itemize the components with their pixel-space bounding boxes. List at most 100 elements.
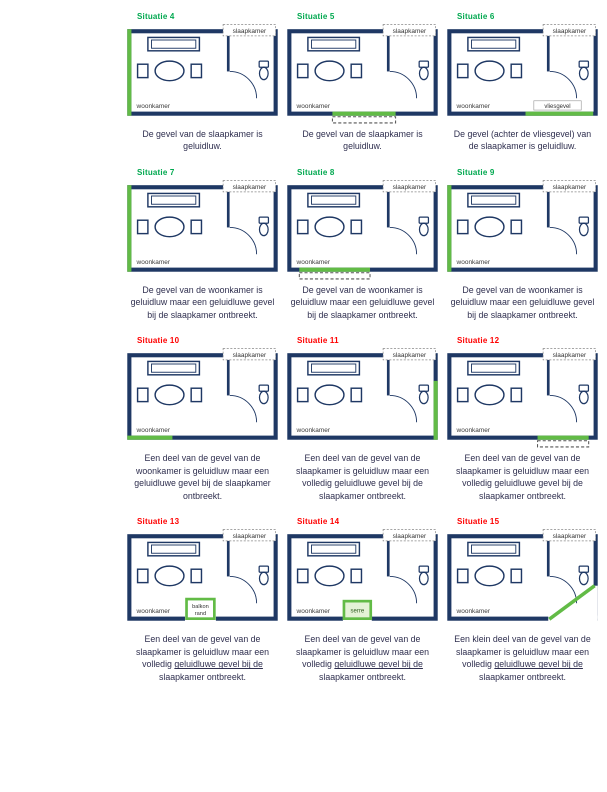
cabinet <box>467 542 521 557</box>
chair-left <box>136 63 149 79</box>
toilet-bowl <box>578 222 589 237</box>
dining-table <box>154 60 185 82</box>
chair-left <box>456 387 469 403</box>
balcony-box <box>185 598 216 621</box>
dining-table <box>314 565 345 587</box>
living-room-label: woonkamer <box>136 103 171 110</box>
dining-table <box>314 384 345 406</box>
cabinet <box>147 361 201 376</box>
toilet-bowl <box>578 66 589 81</box>
cabinet <box>147 542 201 557</box>
door-swing-arc <box>229 226 258 255</box>
chair-right <box>190 568 203 584</box>
screen-dashed-box <box>537 440 590 448</box>
bedroom-label-box <box>222 24 277 37</box>
toilet-bowl <box>418 572 429 586</box>
chair-left <box>296 387 309 403</box>
toilet-bowl <box>258 222 269 237</box>
bedroom-label: slaapkamer <box>553 352 587 359</box>
bedroom-label-box <box>542 24 597 37</box>
bedroom-label: slaapkamer <box>393 352 427 359</box>
situation-title: Situatie 14 <box>297 517 340 527</box>
door-swing-arc <box>389 395 418 423</box>
toilet-bowl <box>258 572 269 586</box>
cabinet-inner <box>311 544 357 555</box>
bedroom-label-box <box>222 348 277 361</box>
living-room-label: woonkamer <box>456 103 491 110</box>
door-swing-arc <box>549 226 578 255</box>
toilet-bowl <box>418 391 429 405</box>
quiet-facade-strip <box>537 436 589 441</box>
cabinet-inner <box>151 544 197 555</box>
toilet-bowl <box>418 66 429 81</box>
dining-table <box>314 216 345 238</box>
chair-right <box>350 63 363 79</box>
quiet-facade-strip <box>127 29 132 116</box>
toilet-bowl <box>258 66 269 81</box>
toilet-bowl <box>578 391 589 405</box>
situation-title: Situatie 13 <box>137 517 180 527</box>
living-room-label: woonkamer <box>456 608 491 615</box>
situation-caption: De gevel van de woonkamer is geluidluw m… <box>450 284 595 320</box>
chair-right <box>190 63 203 79</box>
situation-title: Situatie 7 <box>137 167 175 177</box>
door-swing-arc <box>229 70 258 99</box>
situation-caption: Een deel van de gevel van de woonkamer i… <box>134 453 271 501</box>
living-room-label: woonkamer <box>136 608 171 615</box>
cabinet-inner <box>311 363 357 374</box>
situation-caption: Een deel van de gevel van de slaapkamer … <box>296 634 429 682</box>
door-swing-arc <box>229 576 258 604</box>
cabinet-inner <box>151 39 197 49</box>
cabinet <box>307 192 361 208</box>
cabinet-inner <box>471 39 517 49</box>
cabinet-inner <box>151 195 197 205</box>
cabinet-inner <box>471 195 517 205</box>
living-room-label: woonkamer <box>296 259 331 266</box>
toilet-bowl <box>258 391 269 405</box>
living-room-label: woonkamer <box>456 427 491 434</box>
wall-opening <box>591 586 598 620</box>
dining-table <box>474 384 505 406</box>
toilet-bowl <box>418 222 429 237</box>
chair-left <box>456 568 469 584</box>
situation-caption: De gevel van de woonkamer is geluidluw m… <box>290 284 435 320</box>
cabinet <box>467 192 521 208</box>
cabinet-inner <box>311 195 357 205</box>
chair-left <box>456 219 469 235</box>
bedroom-label-box <box>542 180 597 193</box>
situation-caption: Een deel van de gevel van de slaapkamer … <box>136 634 269 682</box>
situation-caption: Een deel van de gevel van de slaapkamer … <box>296 453 429 501</box>
cabinet-inner <box>471 363 517 374</box>
quiet-facade-strip <box>299 267 371 272</box>
curtain-wall-label: vliesgevel <box>544 104 570 110</box>
bedroom-label-box <box>382 24 437 37</box>
bedroom-label: slaapkamer <box>553 28 587 35</box>
bedroom-label-box <box>542 529 597 542</box>
floor-plan: woonkamer slaapkamer <box>287 180 438 280</box>
outer-walls <box>127 353 278 441</box>
quiet-facade-strip <box>433 381 438 441</box>
quiet-facade-strip <box>525 111 594 116</box>
dining-table <box>474 60 505 82</box>
quiet-facade-strip <box>447 185 452 272</box>
bedroom-label-box <box>542 348 597 361</box>
curtain-wall-label-box <box>533 100 582 111</box>
toilet-bowl <box>578 572 589 586</box>
chair-right <box>350 387 363 403</box>
dining-table <box>154 565 185 587</box>
serre-box <box>342 600 373 621</box>
outer-walls <box>447 353 598 441</box>
bedroom-label: slaapkamer <box>393 184 427 191</box>
